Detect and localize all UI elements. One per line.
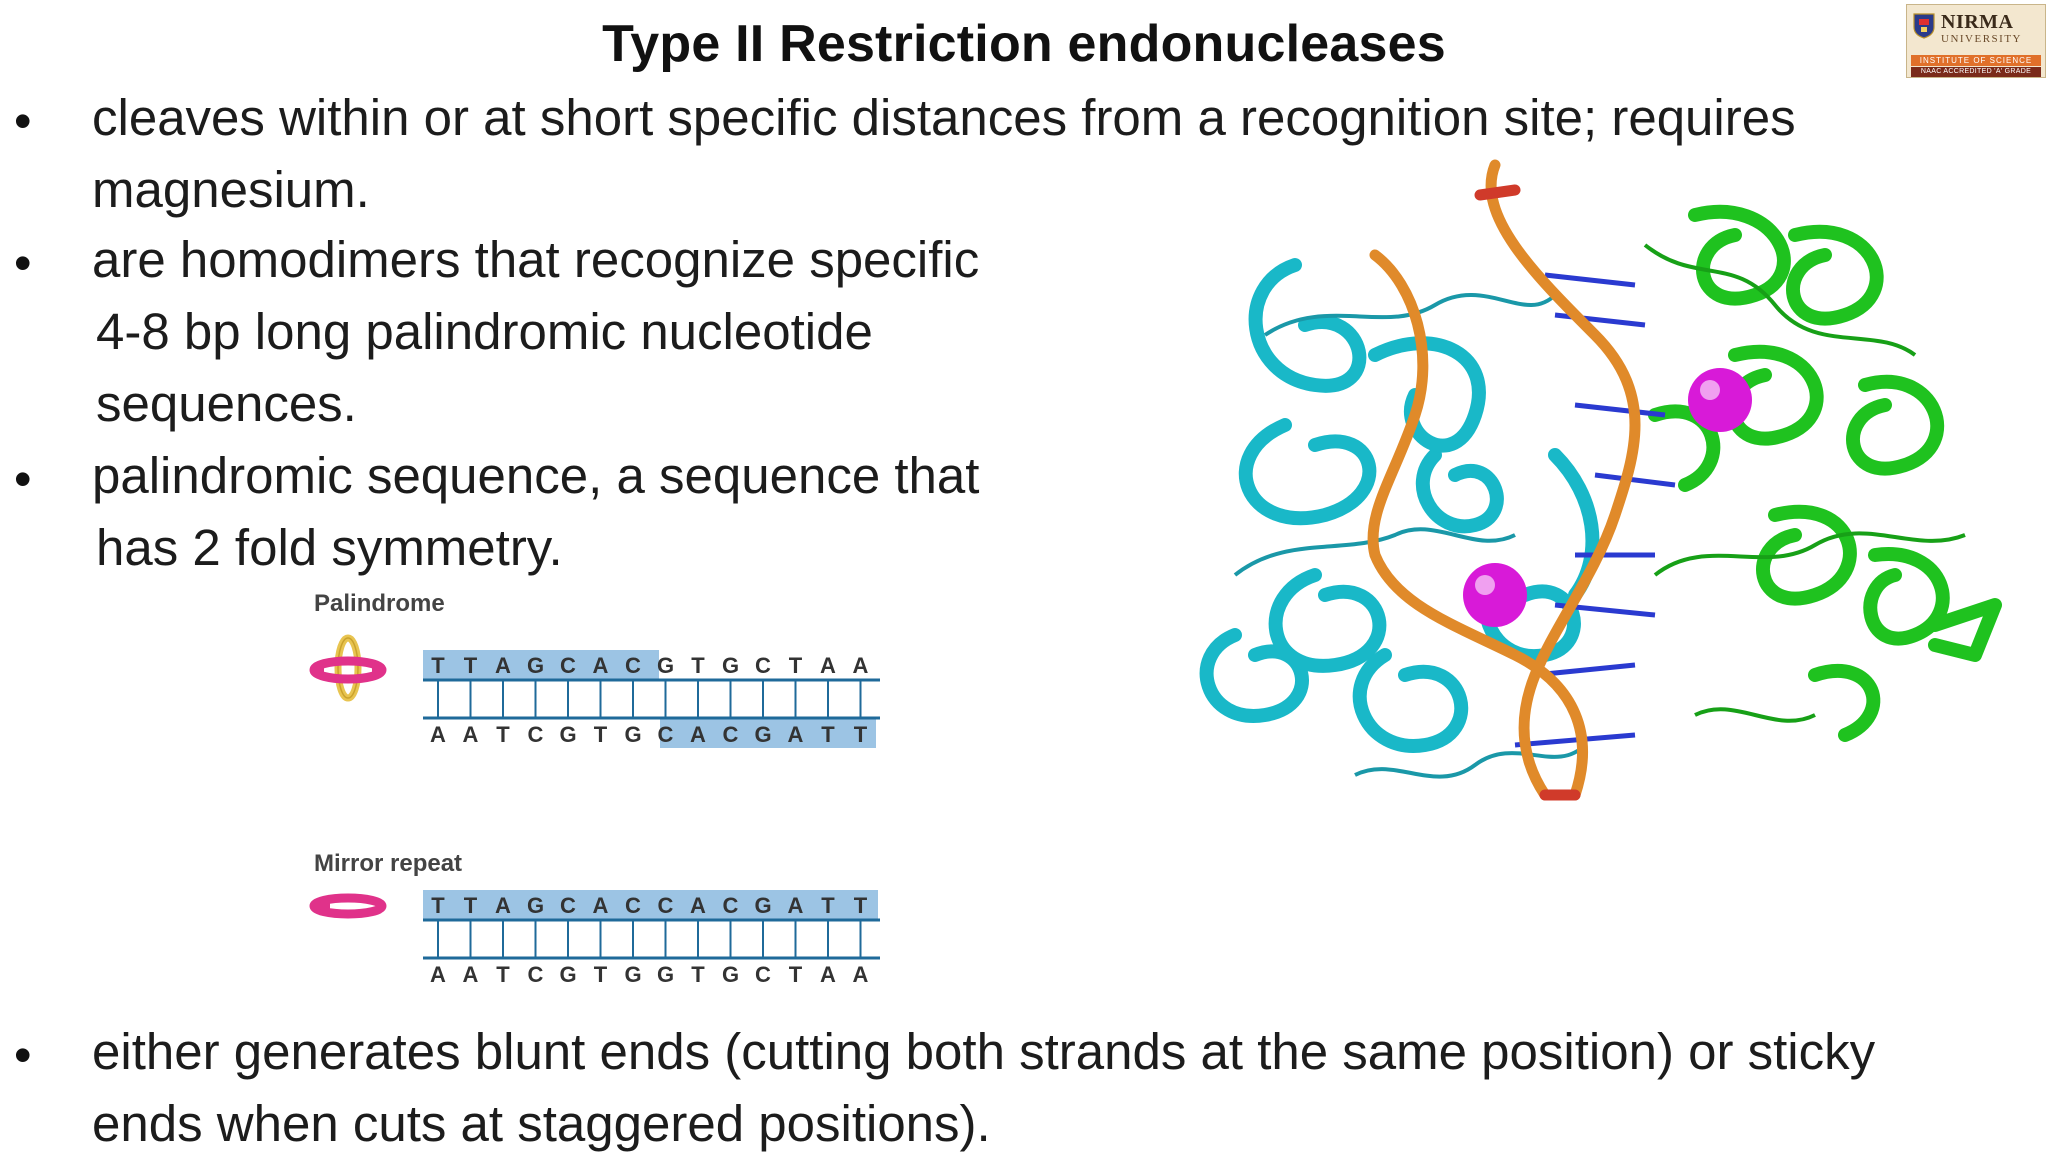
palindrome-bottom-base: G xyxy=(624,722,641,747)
bullet-text: has 2 fold symmetry. xyxy=(96,519,563,576)
bullet-text: magnesium. xyxy=(92,161,370,218)
bullet-text: ends when cuts at staggered positions). xyxy=(92,1095,991,1152)
mirror-top-base: T xyxy=(431,893,445,918)
mirror-top-base: A xyxy=(495,893,511,918)
palindrome-bottom-base: G xyxy=(754,722,771,747)
palindrome-bottom-base: C xyxy=(723,722,739,747)
palindrome-bottom-base: T xyxy=(594,722,608,747)
mirror-top-base: T xyxy=(464,893,478,918)
magnesium-ion-2 xyxy=(1463,563,1527,627)
palindrome-bottom-base: A xyxy=(690,722,706,747)
mirror-top-base: A xyxy=(788,893,804,918)
mirror-bottom-base: G xyxy=(722,962,739,987)
mirror-bottom-base: A xyxy=(853,962,869,987)
magnesium-ion-1 xyxy=(1688,368,1752,432)
chain-a-ribbon xyxy=(1199,258,1600,753)
palindrome-bottom-base: A xyxy=(788,722,804,747)
mirror-top-base: C xyxy=(723,893,739,918)
palindrome-top-base: A xyxy=(593,653,609,678)
palindrome-bottom-base: G xyxy=(559,722,576,747)
palindrome-top-base: C xyxy=(560,653,576,678)
palindrome-top-highlight xyxy=(423,650,659,680)
palindrome-top-base: T xyxy=(691,653,705,678)
mirror-bottom-base: G xyxy=(657,962,674,987)
bullet-text: are homodimers that recognize specific xyxy=(92,231,980,288)
bullet-text: 4-8 bp long palindromic nucleotide xyxy=(96,303,873,360)
mirror-top-base: C xyxy=(658,893,674,918)
mirror-top-base: T xyxy=(854,893,868,918)
chain-b-ribbon xyxy=(1648,204,2002,742)
mirror-top-base: G xyxy=(754,893,771,918)
mirror-top-highlight xyxy=(423,890,878,920)
mirror-repeat-label: Mirror repeat xyxy=(314,850,463,877)
palindrome-bottom-base: A xyxy=(463,722,479,747)
dna-backbone xyxy=(1367,159,1641,801)
bullet-marker: • xyxy=(14,235,32,291)
bullet-text: either generates blunt ends (cutting bot… xyxy=(92,1023,1876,1080)
bullet-marker: • xyxy=(14,1027,32,1083)
palindrome-top-base: A xyxy=(820,653,836,678)
palindrome-top-base: G xyxy=(722,653,739,678)
palindrome-top-base: T xyxy=(464,653,478,678)
mirror-bottom-base: C xyxy=(528,962,544,987)
chain-b-coils xyxy=(1643,243,1966,723)
mirror-bottom-base: T xyxy=(496,962,510,987)
mirror-top-base: A xyxy=(690,893,706,918)
bullet-marker: • xyxy=(14,451,32,507)
dna-ends xyxy=(1474,184,1581,801)
slide-title: Type II Restriction endonucleases xyxy=(602,15,1446,73)
mirror-bottom-base: G xyxy=(559,962,576,987)
magnesium-ion-highlight-2 xyxy=(1475,575,1495,595)
palindrome-bottom-base: T xyxy=(496,722,510,747)
palindrome-top-base: G xyxy=(527,653,544,678)
mirror-top-base: G xyxy=(527,893,544,918)
palindrome-top-base: T xyxy=(431,653,445,678)
mirror-bottom-base: A xyxy=(463,962,479,987)
palindrome-label: Palindrome xyxy=(314,590,445,617)
bullet-text: cleaves within or at short specific dist… xyxy=(92,89,1796,146)
mirror-bottom-base: T xyxy=(789,962,803,987)
mirror-bottom-base: G xyxy=(624,962,641,987)
palindrome-top-base: A xyxy=(853,653,869,678)
mirror-top-base: C xyxy=(625,893,641,918)
magnesium-ion-highlight-1 xyxy=(1700,380,1720,400)
mirror-top-base: T xyxy=(821,893,835,918)
bullet-text: sequences. xyxy=(96,375,357,432)
logo-name: NIRMA xyxy=(1941,11,2014,33)
palindrome-bottom-base: T xyxy=(854,722,868,747)
nirma-university-logo: NIRMA UNIVERSITY INSTITUTE OF SCIENCE NA… xyxy=(1906,4,2046,78)
bullet-marker: • xyxy=(14,93,32,149)
logo-accreditation: NAAC ACCREDITED 'A' GRADE xyxy=(1911,67,2041,77)
palindrome-top-base: A xyxy=(495,653,511,678)
shield-icon xyxy=(1913,13,1935,39)
palindrome-bottom-base: A xyxy=(430,722,446,747)
logo-institute: INSTITUTE OF SCIENCE xyxy=(1911,55,2041,66)
logo-subtitle: UNIVERSITY xyxy=(1941,33,2022,45)
twofold-rotation-icon xyxy=(309,634,387,702)
palindrome-bottom-base: C xyxy=(658,722,674,747)
palindrome-bottom-base: T xyxy=(821,722,835,747)
restriction-enzyme-dna-complex-image xyxy=(1199,159,2002,801)
chain-a-coils xyxy=(1233,293,1587,779)
bullet-text: palindromic sequence, a sequence that xyxy=(92,447,980,504)
palindrome-top-base: C xyxy=(755,653,771,678)
mirror-rotation-icon xyxy=(309,893,387,919)
palindrome-top-base: T xyxy=(789,653,803,678)
mirror-bottom-base: C xyxy=(755,962,771,987)
mirror-top-base: C xyxy=(560,893,576,918)
mirror-bottom-base: T xyxy=(594,962,608,987)
mirror-bottom-base: T xyxy=(691,962,705,987)
palindrome-top-base: G xyxy=(657,653,674,678)
mirror-bottom-base: A xyxy=(820,962,836,987)
palindrome-bottom-highlight xyxy=(660,718,876,748)
palindrome-top-base: C xyxy=(625,653,641,678)
palindrome-bottom-base: C xyxy=(528,722,544,747)
mirror-bottom-base: A xyxy=(430,962,446,987)
mirror-top-base: A xyxy=(593,893,609,918)
